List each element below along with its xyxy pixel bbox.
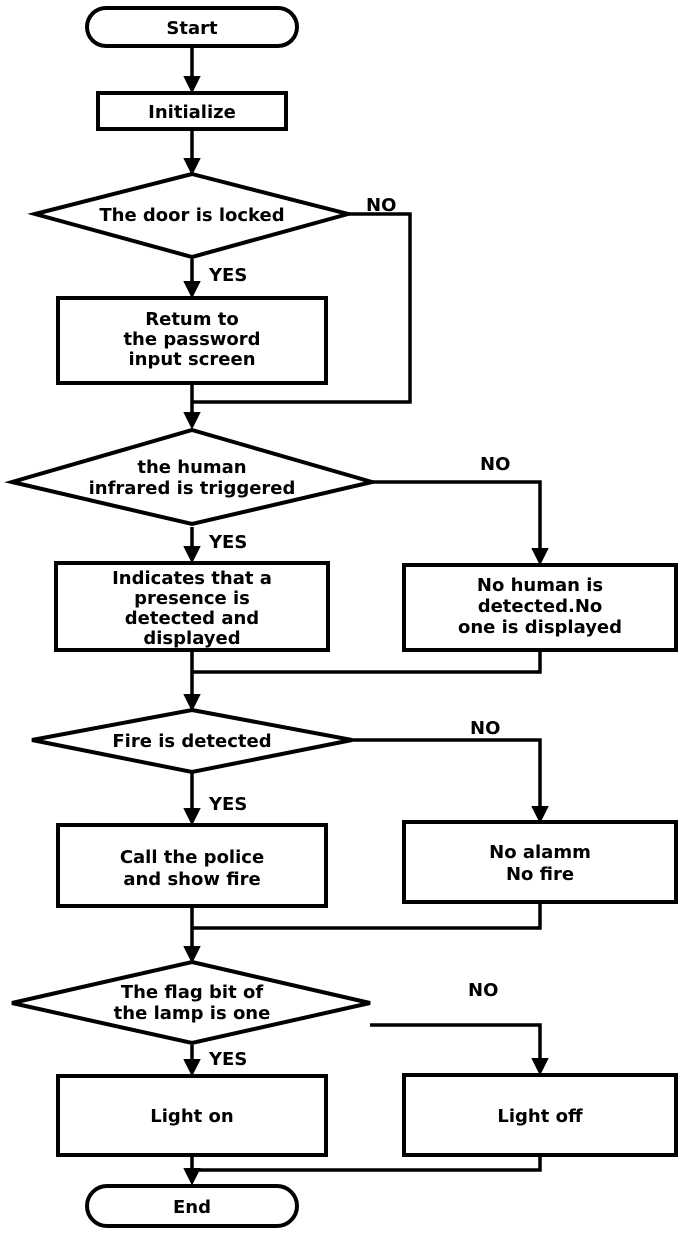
presence-yes-node: Indicates that a presence is detected an… [54, 561, 330, 652]
presence-yes-line-2: presence is [134, 588, 250, 609]
door-decision-label: The door is locked [99, 205, 284, 226]
connectors [183, 46, 549, 1186]
line-presence-no-merge [192, 650, 542, 674]
infrared-line-2: infrared is triggered [89, 478, 296, 499]
light-off-box [402, 1073, 678, 1157]
presence-no-line-1: No human is [477, 575, 603, 596]
fire-yes-node: Call the police and show fire [56, 823, 328, 908]
end-terminal-shape [85, 1184, 299, 1228]
return-line-3: input screen [128, 349, 255, 370]
lamp-yes-label: YES [208, 1049, 247, 1070]
arrow-fire-no [352, 738, 549, 824]
end-node: End [85, 1184, 299, 1228]
infrared-decision: the human infrared is triggered NO YES [4, 427, 510, 553]
light-on-box [56, 1074, 328, 1157]
fire-no-line-2: No fire [506, 864, 574, 885]
lamp-decision: The flag bit of the lamp is one NO YES [11, 959, 498, 1070]
lamp-no-label: NO [468, 980, 498, 1001]
fire-decision-diamond [31, 707, 353, 775]
return-line-2: the password [123, 329, 260, 350]
fire-decision-label: Fire is detected [112, 731, 271, 752]
initialize-label: Initialize [148, 102, 236, 123]
door-yes-label: YES [208, 265, 247, 286]
fire-yes-line-2: and show fire [123, 869, 260, 890]
line-lightoff-merge [192, 1155, 542, 1172]
presence-yes-line-3: detected and [125, 608, 259, 629]
presence-no-line-2: detected.No [478, 596, 603, 617]
fire-no-label: NO [470, 718, 500, 739]
fire-yes-label: YES [208, 794, 247, 815]
return-node: Retum to the password input screen [56, 296, 328, 385]
presence-no-node: No human is detected.No one is displayed [402, 563, 678, 652]
door-decision-diamond [27, 171, 356, 260]
light-on-node: Light on [56, 1074, 328, 1157]
fire-yes-line-1: Call the police [120, 847, 264, 868]
infrared-decision-diamond [4, 427, 380, 527]
fire-no-line-1: No alamm [489, 842, 591, 863]
presence-no-box [402, 563, 678, 652]
presence-yes-line-4: displayed [143, 628, 240, 649]
infrared-yes-label: YES [208, 532, 247, 553]
light-on-label: Light on [150, 1106, 233, 1127]
presence-no-line-3: one is displayed [458, 617, 622, 638]
arrow-lamp-no [370, 1023, 549, 1076]
start-terminal-shape [85, 6, 299, 48]
end-label: End [173, 1197, 211, 1218]
infrared-line-1: the human [137, 457, 246, 478]
presence-yes-line-1: Indicates that a [112, 568, 272, 589]
return-line-1: Retum to [145, 309, 238, 330]
start-node: Start [85, 6, 299, 48]
line-fire-no-merge [192, 902, 542, 930]
lamp-decision-line-1: The flag bit of [121, 982, 263, 1003]
fire-no-box [402, 820, 678, 904]
arrow-infrared-no [372, 480, 549, 566]
initialize-node: Initialize [96, 91, 288, 131]
lamp-decision-diamond [11, 959, 371, 1046]
fire-no-node: No alamm No fire [402, 820, 678, 904]
light-off-label: Light off [497, 1106, 583, 1127]
line-door-no [192, 212, 412, 404]
presence-yes-box [54, 561, 330, 652]
lamp-decision-line-2: the lamp is one [114, 1003, 271, 1024]
door-no-label: NO [366, 195, 396, 216]
light-off-node: Light off [402, 1073, 678, 1157]
fire-yes-box [56, 823, 328, 908]
start-label: Start [166, 18, 218, 39]
initialize-box [96, 91, 288, 131]
fire-decision: Fire is detected NO YES [31, 707, 500, 815]
infrared-no-label: NO [480, 454, 510, 475]
return-box [56, 296, 328, 385]
door-decision: The door is locked NO YES [27, 171, 396, 286]
